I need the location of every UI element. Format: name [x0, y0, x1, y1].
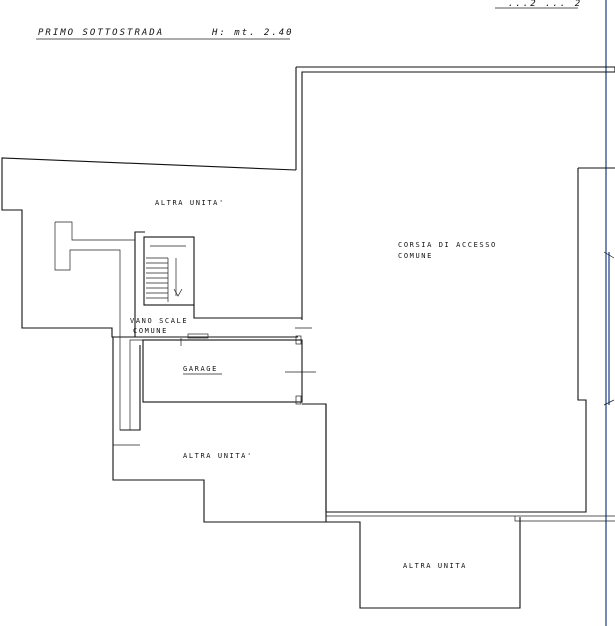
vano-scale-outline — [120, 305, 302, 431]
stair-steps — [146, 245, 186, 302]
label-corsia-line2: COMUNE — [398, 252, 433, 260]
pillar — [295, 335, 302, 345]
label-altra-unita-top: ALTRA UNITA' — [155, 199, 225, 207]
lower-unit-outline — [112, 337, 521, 609]
label-garage: GARAGE — [183, 365, 218, 373]
label-altra-unita-bottom: ALTRA UNITA' — [183, 452, 253, 460]
label-corsia-line1: CORSIA DI ACCESSO — [398, 241, 497, 249]
door-leaf — [187, 333, 209, 339]
height-label: H: mt. 2.40 — [211, 28, 294, 38]
garage-outline — [142, 339, 303, 403]
plan-title: PRIMO SOTTOSTRADA — [38, 28, 164, 38]
left-unit-outline — [1, 157, 297, 338]
label-vano-line2: COMUNE — [133, 327, 168, 335]
corsia-right-wall — [302, 167, 615, 513]
border-tick — [603, 399, 615, 406]
pillar — [295, 395, 302, 405]
stair-well — [143, 236, 195, 306]
left-unit-inner — [54, 222, 145, 431]
left-unit-step — [55, 221, 135, 241]
stair-arrow-icon — [173, 288, 183, 297]
corner-fragment: ...2 ... 2 — [508, 0, 582, 9]
label-vano-line1: VANO SCALE — [130, 317, 188, 325]
corsia-bottom-offset — [326, 515, 615, 522]
corsia-outline — [295, 66, 615, 320]
label-altra-unita-lower: ALTRA UNITA — [403, 562, 467, 570]
border-tick — [603, 251, 615, 259]
